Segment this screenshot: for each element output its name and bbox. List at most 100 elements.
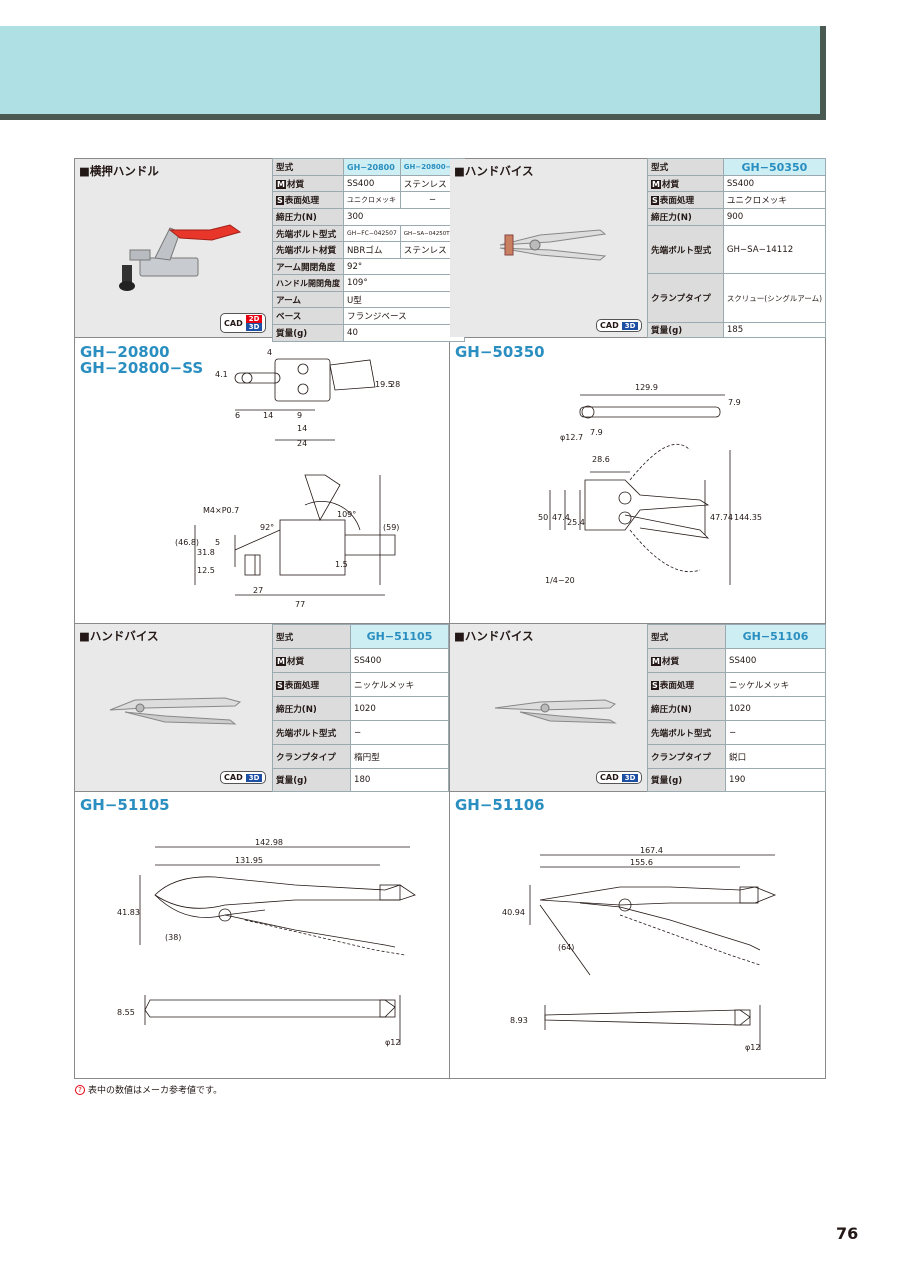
spec-value: SS400 xyxy=(343,175,401,192)
spec-key: アーム xyxy=(272,291,344,308)
dim-label: M4×P0.7 xyxy=(203,506,239,515)
dimension-drawing-gh20800: 4 4.1 19.5 28 6 14 9 14 24 M4×P0.7 92° 1… xyxy=(175,348,400,609)
section-title: ハンドバイス xyxy=(79,628,159,644)
dim-label: 8.55 xyxy=(117,1008,135,1017)
dim-label: (38) xyxy=(165,933,181,942)
dim-label: 27 xyxy=(253,586,263,595)
dim-label: 109° xyxy=(337,510,356,519)
dim-label: 47.4 xyxy=(552,513,570,522)
dimension-drawing-gh51105: 142.98 131.95 41.83 (38) 8.55 φ12 xyxy=(117,838,416,1047)
spec-value: ステンレス xyxy=(399,241,466,259)
product-photo-area xyxy=(450,159,647,337)
header-banner xyxy=(0,26,826,120)
spec-value: 92° xyxy=(342,258,466,275)
dim-label: 12.5 xyxy=(197,566,215,575)
dim-label: 142.98 xyxy=(255,838,283,847)
model-cell: GH−20800−SS xyxy=(399,158,466,176)
spec-value: 40 xyxy=(342,324,466,342)
dim-label: 19.5 xyxy=(375,380,393,389)
footnote: ? 表中の数値はメーカ参考値です。 xyxy=(75,1083,222,1096)
info-icon: ? xyxy=(75,1084,85,1095)
dim-label: (59) xyxy=(383,523,399,532)
spec-key: 締圧力(N) xyxy=(272,208,344,226)
cad-3d-badge[interactable]: CAD 3D xyxy=(596,319,643,332)
dim-label: 9 xyxy=(297,411,302,420)
dim-label: 155.6 xyxy=(630,858,653,867)
dim-label: 50 xyxy=(538,513,548,522)
dim-label: 47.74 xyxy=(710,513,733,522)
cad-3d-badge[interactable]: CAD 3D xyxy=(596,771,643,784)
locking-pliers-photo xyxy=(109,697,242,725)
spec-value: 300 xyxy=(342,208,466,226)
dim-label: (64) xyxy=(558,943,574,952)
dim-label: φ12 xyxy=(385,1038,400,1047)
dim-label: 129.9 xyxy=(635,383,658,392)
column-divider xyxy=(449,158,450,1079)
dimension-drawing-gh50350: 129.9 7.9 φ12.7 7.9 28.6 50 47.4 25.4 47… xyxy=(538,383,762,585)
dim-label: 77 xyxy=(295,600,305,609)
dim-label: φ12.7 xyxy=(560,433,583,442)
dimension-drawing-gh51106: 167.4 155.6 40.94 (64) 8.93 φ12 xyxy=(502,846,777,1052)
dim-label: 28 xyxy=(390,380,400,389)
spec-value: U型 xyxy=(342,291,466,308)
dim-label: 4 xyxy=(267,348,272,357)
dim-label: 167.4 xyxy=(640,846,663,855)
dim-label: 4.1 xyxy=(215,370,228,379)
dim-label: 92° xyxy=(260,523,274,532)
dim-label: 6 xyxy=(235,411,240,420)
row-divider xyxy=(74,791,826,792)
dim-label: φ12 xyxy=(745,1043,760,1052)
dim-label: 144.35 xyxy=(734,513,762,522)
footnote-text: 表中の数値はメーカ参考値です。 xyxy=(88,1086,223,1096)
drawing-heading: GH−51105 xyxy=(80,796,170,814)
spec-value: NBRゴム xyxy=(343,241,401,259)
long-nose-pliers-photo xyxy=(494,699,617,724)
badge-2d: 2D xyxy=(245,315,263,323)
drawing-heading: GH−20800 GH−20800−SS xyxy=(80,343,204,377)
spec-key: ハンドル開閉角度 xyxy=(272,274,344,292)
section-title: ハンドバイス xyxy=(454,628,534,644)
spec-key: 先端ボルト材質 xyxy=(272,241,344,259)
spec-value: GH−FC−042507 xyxy=(343,225,401,242)
spec-value: ユニクロメッキ xyxy=(343,191,401,209)
dim-label: 1/4−20 xyxy=(545,576,575,585)
dim-label: 31.8 xyxy=(197,548,215,557)
model-cell: GH−20800 xyxy=(343,158,401,176)
hand-vise-photo xyxy=(499,229,607,261)
model-label: 型式 xyxy=(272,158,344,176)
page-number: 76 xyxy=(836,1224,859,1243)
dim-label: 8.93 xyxy=(510,1016,528,1025)
dim-label: 28.6 xyxy=(592,455,610,464)
dim-label: (46.8) xyxy=(175,538,199,547)
toggle-clamp-photo xyxy=(119,224,242,291)
spec-key: 先端ボルト型式 xyxy=(272,225,344,242)
spec-key: 質量(g) xyxy=(272,324,344,342)
cad-2d-3d-badge[interactable]: CAD 2D 3D xyxy=(220,313,267,333)
dim-label: 25.4 xyxy=(567,518,585,527)
dim-label: 40.94 xyxy=(502,908,525,917)
dim-label: 5 xyxy=(215,538,220,547)
badge-3d: 3D xyxy=(245,323,263,331)
cad-3d-badge[interactable]: CAD 3D xyxy=(220,771,267,784)
drawing-heading: GH−50350 xyxy=(455,343,545,361)
cad-label: CAD xyxy=(224,318,243,328)
dim-label: 41.83 xyxy=(117,908,140,917)
section-title: ハンドバイス xyxy=(454,163,534,179)
dim-label: 1.5 xyxy=(335,560,348,569)
dim-label: 7.9 xyxy=(728,398,741,407)
spec-value: ステンレス xyxy=(399,175,466,192)
dim-label: 24 xyxy=(297,439,307,448)
spec-key: ベース xyxy=(272,307,344,325)
spec-value: フランジベース xyxy=(342,307,466,325)
dim-label: 14 xyxy=(263,411,273,420)
dim-label: 131.95 xyxy=(235,856,263,865)
drawing-heading: GH−51106 xyxy=(455,796,545,814)
dim-label: 14 xyxy=(297,424,307,433)
spec-value: 109° xyxy=(342,274,466,292)
dim-label: 7.9 xyxy=(590,428,603,437)
